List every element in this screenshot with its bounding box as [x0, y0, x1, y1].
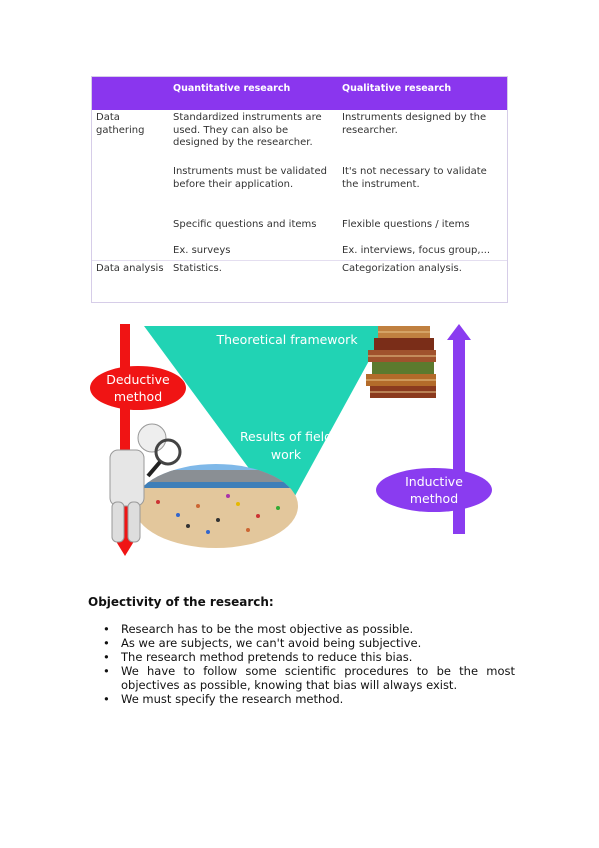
cell-line: Ex. surveys [173, 245, 231, 256]
cell-line: Instruments must be validated [173, 166, 327, 177]
cell-quant-analysis: Statistics. [173, 263, 222, 274]
cell-line: before their application. [173, 178, 294, 190]
row-label-line: gathering [96, 124, 145, 136]
cell-line: used. They can also be [173, 124, 289, 136]
results-field-work-label: Results of field work [216, 428, 356, 464]
objectivity-title: Objectivity of the research: [88, 595, 274, 609]
deductive-line: Deductive [106, 372, 170, 387]
books-icon [366, 326, 436, 398]
deductive-line: method [113, 389, 163, 404]
deductive-ellipse [90, 366, 186, 410]
header-qualitative: Qualitative research [342, 83, 452, 94]
cell-quant-2: Specific questions and items [173, 219, 317, 232]
bullet-text: We have to follow some scientific proced… [121, 664, 515, 692]
list-item: • We must specify the research method. [103, 692, 515, 706]
cell-qual-2: Flexible questions / items [342, 219, 470, 232]
cell-line: Instruments designed by the [342, 112, 487, 123]
inductive-ellipse [376, 468, 492, 512]
theoretical-framework-label: Theoretical framework [216, 332, 358, 347]
inductive-method-label: Inductive method [378, 473, 490, 507]
row-label-line: Data [96, 112, 120, 123]
cell-line: designed by the researcher. [173, 137, 313, 148]
cell-line: the instrument. [342, 178, 420, 190]
cell-quant-3: Ex. surveys [173, 245, 230, 258]
inductive-line: Inductive [405, 474, 463, 489]
research-method-diagram: Theoretical framework Results of field w… [88, 320, 508, 560]
cell-line: Flexible questions / items [342, 219, 470, 230]
inductive-line: method [409, 491, 459, 506]
bullet-text: The research method pretends to reduce t… [121, 650, 413, 664]
diagram-graphics [90, 324, 492, 556]
objectivity-bullet-list: • Research has to be the most objective a… [103, 622, 515, 706]
inductive-arrow-head [447, 324, 471, 340]
research-comparison-table: Quantitative research Qualitative resear… [91, 76, 508, 303]
cell-qual-0: Instruments designed by the researcher. [342, 112, 486, 137]
deductive-method-label: Deductive method [92, 371, 184, 405]
bullet-icon: • [103, 664, 110, 678]
deductive-arrow-shaft [120, 324, 130, 542]
header-quantitative: Quantitative research [173, 83, 291, 94]
bullet-icon: • [103, 692, 110, 706]
results-line: work [270, 447, 302, 462]
theory-triangle [144, 326, 388, 516]
bullet-icon: • [103, 636, 110, 650]
table-header-row: Quantitative research Qualitative resear… [92, 77, 507, 110]
bullet-icon: • [103, 650, 110, 664]
bullet-text: As we are subjects, we can't avoid being… [121, 636, 422, 650]
list-item: • We have to follow some scientific proce… [103, 664, 515, 692]
row-divider [92, 260, 507, 261]
list-item: • Research has to be the most objective a… [103, 622, 515, 636]
bullet-text: Research has to be the most objective as… [121, 622, 414, 636]
deductive-arrow-head [114, 538, 136, 556]
list-item: • The research method pretends to reduce … [103, 650, 515, 664]
cell-quant-1: Instruments must be validated before the… [173, 166, 327, 191]
bullet-icon: • [103, 622, 110, 636]
cell-line: researcher. [342, 124, 398, 136]
row-label-data-analysis: Data analysis [96, 263, 164, 274]
list-item: • As we are subjects, we can't avoid bein… [103, 636, 515, 650]
cell-line: It's not necessary to validate [342, 166, 487, 177]
magnifier-figure-icon [109, 423, 182, 543]
cell-qual-analysis: Categorization analysis. [342, 263, 462, 274]
cell-line: Standardized instruments are [173, 112, 322, 123]
row-label-data-gathering: Data gathering [96, 112, 144, 137]
cell-quant-0: Standardized instruments are used. They … [173, 112, 322, 150]
cell-line: Ex. interviews, focus group,... [342, 245, 491, 256]
cell-qual-1: It's not necessary to validate the instr… [342, 166, 487, 191]
bullet-text: We must specify the research method. [121, 692, 344, 706]
cell-line: Specific questions and items [173, 219, 317, 230]
cell-qual-3: Ex. interviews, focus group,... [342, 245, 490, 258]
results-line: Results of field [239, 429, 333, 444]
